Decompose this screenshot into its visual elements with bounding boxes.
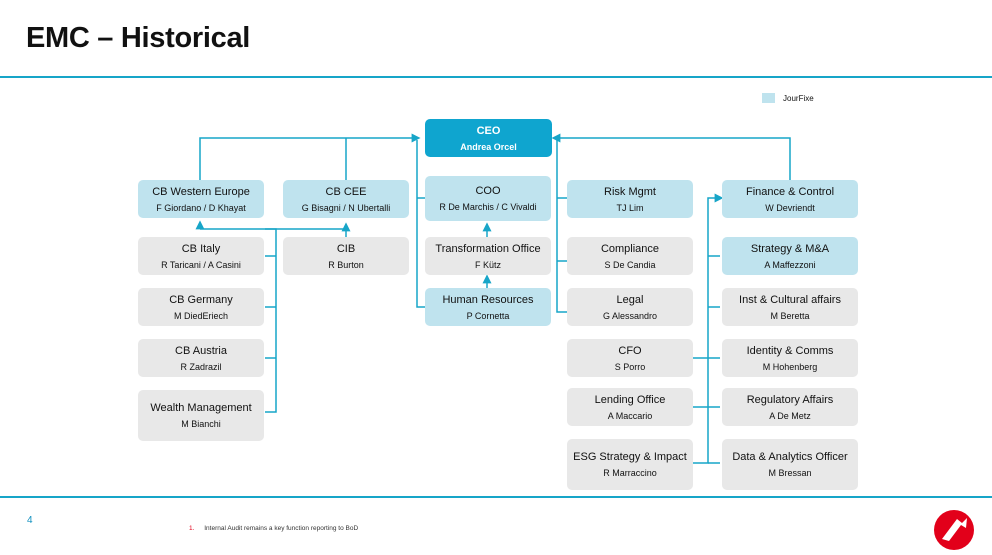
box-transformation-office-person: F Kütz — [474, 259, 501, 270]
box-human-resources: Human Resources P Cornetta — [425, 288, 551, 326]
box-legal-title: Legal — [616, 293, 644, 306]
box-cb-cee: CB CEE G Bisagni / N Ubertalli — [283, 180, 409, 218]
box-strategy-ma: Strategy & M&A A Maffezzoni — [722, 237, 858, 275]
footnote: 1. Internal Audit remains a key function… — [189, 525, 358, 532]
footnote-text: Internal Audit remains a key function re… — [204, 525, 359, 532]
box-finance-control-title: Finance & Control — [745, 185, 835, 198]
box-lending-office-title: Lending Office — [594, 393, 666, 406]
box-inst-cultural-title: Inst & Cultural affairs — [739, 293, 841, 306]
box-cfo: CFO S Porro — [567, 339, 693, 377]
box-cfo-title: CFO — [618, 344, 642, 357]
page-title: EMC – Historical — [26, 22, 251, 54]
box-coo-title: COO — [475, 185, 501, 197]
box-cb-western-europe: CB Western Europe F Giordano / D Khayat — [138, 180, 264, 218]
box-cb-germany-title: CB Germany — [169, 293, 233, 306]
box-identity-comms: Identity & Comms M Hohenberg — [722, 339, 858, 377]
box-cb-germany: CB Germany M DiedEriech — [138, 288, 264, 326]
box-data-analytics-title: Data & Analytics Officer — [732, 451, 848, 463]
box-compliance-person: S De Candia — [604, 259, 656, 270]
box-wealth-management-title: Wealth Management — [150, 402, 252, 414]
box-lending-office-person: A Maccario — [607, 410, 653, 421]
box-compliance: Compliance S De Candia — [567, 237, 693, 275]
box-cb-cee-person: G Bisagni / N Ubertalli — [301, 202, 391, 213]
box-finance-control-person: W Devriendt — [765, 202, 815, 213]
box-cb-italy-title: CB Italy — [181, 242, 221, 255]
box-coo-person: R De Marchis / C Vivaldi — [439, 202, 537, 212]
box-finance-control: Finance & Control W Devriendt — [722, 180, 858, 218]
box-cb-austria: CB Austria R Zadrazil — [138, 339, 264, 377]
box-cb-western-europe-title: CB Western Europe — [152, 185, 250, 198]
header-divider — [0, 76, 992, 78]
box-cb-germany-person: M DiedEriech — [173, 310, 229, 321]
box-cfo-person: S Porro — [614, 361, 646, 372]
box-human-resources-person: P Cornetta — [466, 310, 510, 321]
box-data-analytics: Data & Analytics Officer M Bressan — [722, 439, 858, 490]
box-risk-mgmt-title: Risk Mgmt — [604, 185, 656, 198]
legend: JourFixe — [762, 93, 814, 103]
box-inst-cultural-person: M Beretta — [770, 310, 810, 321]
box-esg-strategy-person: R Marraccino — [603, 468, 657, 478]
box-coo: COO R De Marchis / C Vivaldi — [425, 176, 551, 221]
box-regulatory-affairs-title: Regulatory Affairs — [746, 393, 834, 406]
legend-label: JourFixe — [783, 93, 814, 103]
box-esg-strategy-title: ESG Strategy & Impact — [573, 451, 687, 463]
box-human-resources-title: Human Resources — [442, 293, 534, 306]
box-risk-mgmt-person: TJ Lim — [616, 202, 644, 213]
box-legal: Legal G Alessandro — [567, 288, 693, 326]
box-cb-austria-person: R Zadrazil — [180, 361, 222, 372]
box-cb-italy: CB Italy R Taricani / A Casini — [138, 237, 264, 275]
box-compliance-title: Compliance — [600, 242, 660, 255]
box-wealth-management: Wealth Management M Bianchi — [138, 390, 264, 441]
page-number: 4 — [27, 515, 33, 526]
connector-control-spine — [556, 140, 567, 313]
box-strategy-ma-title: Strategy & M&A — [750, 242, 830, 255]
box-ceo-person: Andrea Orcel — [460, 141, 517, 152]
box-transformation-office-title: Transformation Office — [435, 242, 541, 255]
box-cb-western-europe-person: F Giordano / D Khayat — [156, 202, 246, 213]
unicredit-logo-icon — [934, 510, 974, 550]
box-cib-person: R Burton — [328, 259, 364, 270]
connector-ceo-left — [199, 133, 421, 180]
box-ceo: CEO Andrea Orcel — [425, 119, 552, 157]
connector-central-left — [416, 140, 425, 308]
connector-ceo-right — [551, 133, 791, 180]
box-risk-mgmt: Risk Mgmt TJ Lim — [567, 180, 693, 218]
box-cib-title: CIB — [336, 242, 356, 255]
box-cib: CIB R Burton — [283, 237, 409, 275]
connector-staff-branches — [693, 255, 720, 464]
connector-staff-spine — [693, 193, 724, 464]
box-legal-person: G Alessandro — [602, 310, 658, 321]
box-strategy-ma-person: A Maffezzoni — [764, 259, 816, 270]
box-data-analytics-person: M Bressan — [768, 468, 812, 478]
box-transformation-office: Transformation Office F Kütz — [425, 237, 551, 275]
box-ceo-title: CEO — [476, 124, 501, 137]
box-identity-comms-title: Identity & Comms — [746, 344, 834, 357]
box-wealth-management-person: M Bianchi — [181, 419, 221, 429]
box-cb-italy-person: R Taricani / A Casini — [161, 259, 241, 270]
connector-business-bracket — [200, 228, 277, 413]
box-cb-cee-title: CB CEE — [325, 185, 367, 198]
footnote-number: 1. — [189, 525, 195, 532]
footer-divider — [0, 496, 992, 498]
box-regulatory-affairs-person: A De Metz — [769, 410, 811, 421]
legend-swatch — [762, 93, 775, 103]
box-identity-comms-person: M Hohenberg — [762, 361, 818, 372]
box-esg-strategy: ESG Strategy & Impact R Marraccino — [567, 439, 693, 490]
box-cb-austria-title: CB Austria — [175, 344, 227, 357]
box-regulatory-affairs: Regulatory Affairs A De Metz — [722, 388, 858, 426]
box-lending-office: Lending Office A Maccario — [567, 388, 693, 426]
box-inst-cultural: Inst & Cultural affairs M Beretta — [722, 288, 858, 326]
